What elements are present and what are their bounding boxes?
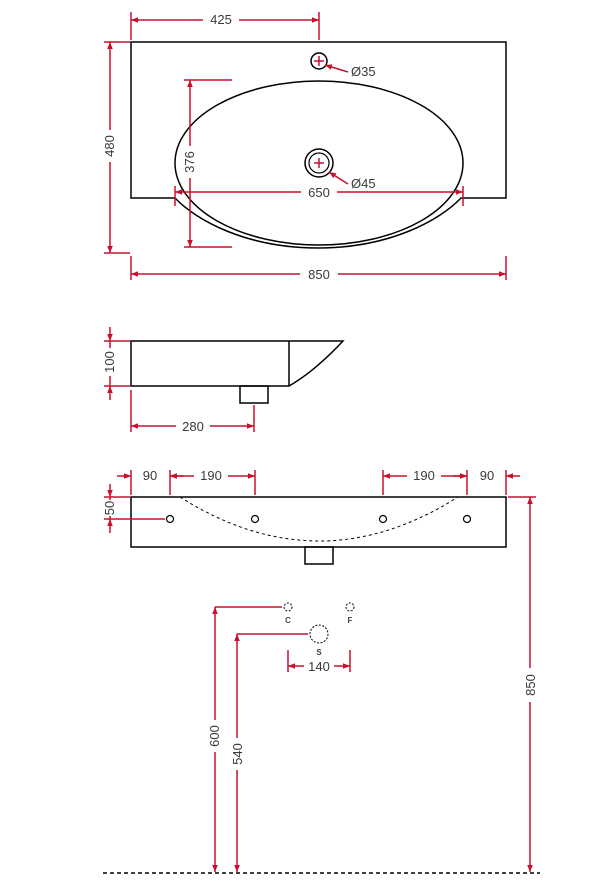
dim-label-diameter-45: Ø45: [351, 176, 376, 191]
hot-water-connection: [345, 602, 355, 612]
dim-label-850-top: 850: [308, 267, 330, 282]
cold-label: C: [285, 616, 291, 625]
basin-outline-top: [130, 41, 507, 249]
dim-label-190-right: 190: [413, 468, 435, 483]
dim-label-90-right: 90: [480, 468, 494, 483]
mounting-hole-4: [462, 514, 472, 524]
dim-label-50: 50: [102, 501, 117, 515]
tap-hole: [310, 52, 328, 70]
basin-outline-side: [130, 340, 345, 387]
drain-hole-inner: [308, 152, 330, 174]
dim-label-600: 600: [207, 725, 222, 747]
dim-label-376: 376: [182, 151, 197, 173]
front-view: 90 190 190 90 50: [101, 468, 520, 565]
basin-outline-front: [130, 496, 507, 548]
dim-label-90-left: 90: [143, 468, 157, 483]
dim-label-650: 650: [308, 185, 330, 200]
bowl-ellipse: [174, 80, 464, 246]
drain-hole-outer: [304, 148, 334, 178]
hot-label: F: [348, 616, 353, 625]
mounting-hole-1: [165, 514, 175, 524]
dim-label-diameter-35: Ø35: [351, 64, 376, 79]
dim-label-540: 540: [230, 743, 245, 765]
dim-label-480: 480: [102, 135, 117, 157]
dim-label-140: 140: [308, 659, 330, 674]
drain-connection: [309, 624, 329, 644]
dim-label-425: 425: [210, 12, 232, 27]
leader-35: [324, 64, 349, 73]
mounting-hole-3: [378, 514, 388, 524]
dim-label-850-height: 850: [523, 674, 538, 696]
drain-trap-side: [239, 385, 269, 404]
dim-label-190-left: 190: [200, 468, 222, 483]
top-view: 425 480 376 650 Ø35 Ø45 850: [101, 10, 507, 283]
dim-label-280: 280: [182, 419, 204, 434]
bowl-hidden-line: [179, 496, 459, 542]
installation-view: C F S 140 600 540 850: [103, 496, 540, 874]
drain-trap-front: [304, 546, 334, 565]
mounting-hole-2: [250, 514, 260, 524]
leader-45: [328, 171, 349, 185]
cold-water-connection: [283, 602, 293, 612]
drain-label: S: [316, 648, 322, 657]
side-view: 100 280: [101, 327, 345, 434]
dim-label-100: 100: [102, 351, 117, 373]
